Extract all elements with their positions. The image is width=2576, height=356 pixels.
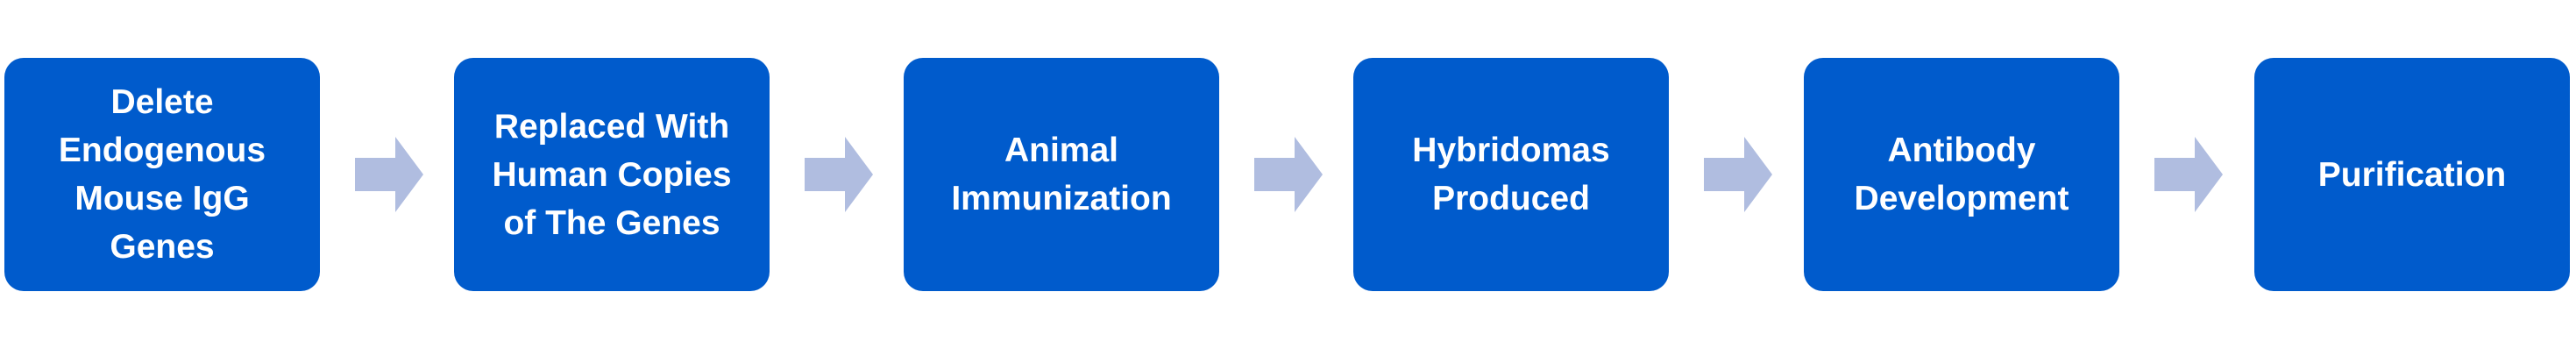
- step-label: Antibody Development: [1854, 132, 2069, 217]
- right-arrow-icon: [1704, 137, 1772, 212]
- step-label: Delete Endogenous Mouse IgG Genes: [58, 83, 266, 266]
- step-delete-endogenous-genes: Delete Endogenous Mouse IgG Genes: [4, 58, 320, 291]
- right-arrow-icon: [1254, 137, 1323, 212]
- step-antibody-development: Antibody Development: [1804, 58, 2119, 291]
- right-arrow-icon: [355, 137, 423, 212]
- step-label: Hybridomas Produced: [1412, 132, 1610, 217]
- step-label: Purification: [2317, 155, 2507, 194]
- right-arrow-icon: [2154, 137, 2223, 212]
- step-label: Replaced With Human Copies of The Genes: [492, 107, 732, 242]
- right-arrow-icon: [805, 137, 873, 212]
- step-purification: Purification: [2254, 58, 2570, 291]
- step-label: Animal Immunization: [951, 132, 1172, 217]
- step-hybridomas-produced: Hybridomas Produced: [1353, 58, 1669, 291]
- step-animal-immunization: Animal Immunization: [904, 58, 1219, 291]
- step-replaced-with-human-copies: Replaced With Human Copies of The Genes: [454, 58, 770, 291]
